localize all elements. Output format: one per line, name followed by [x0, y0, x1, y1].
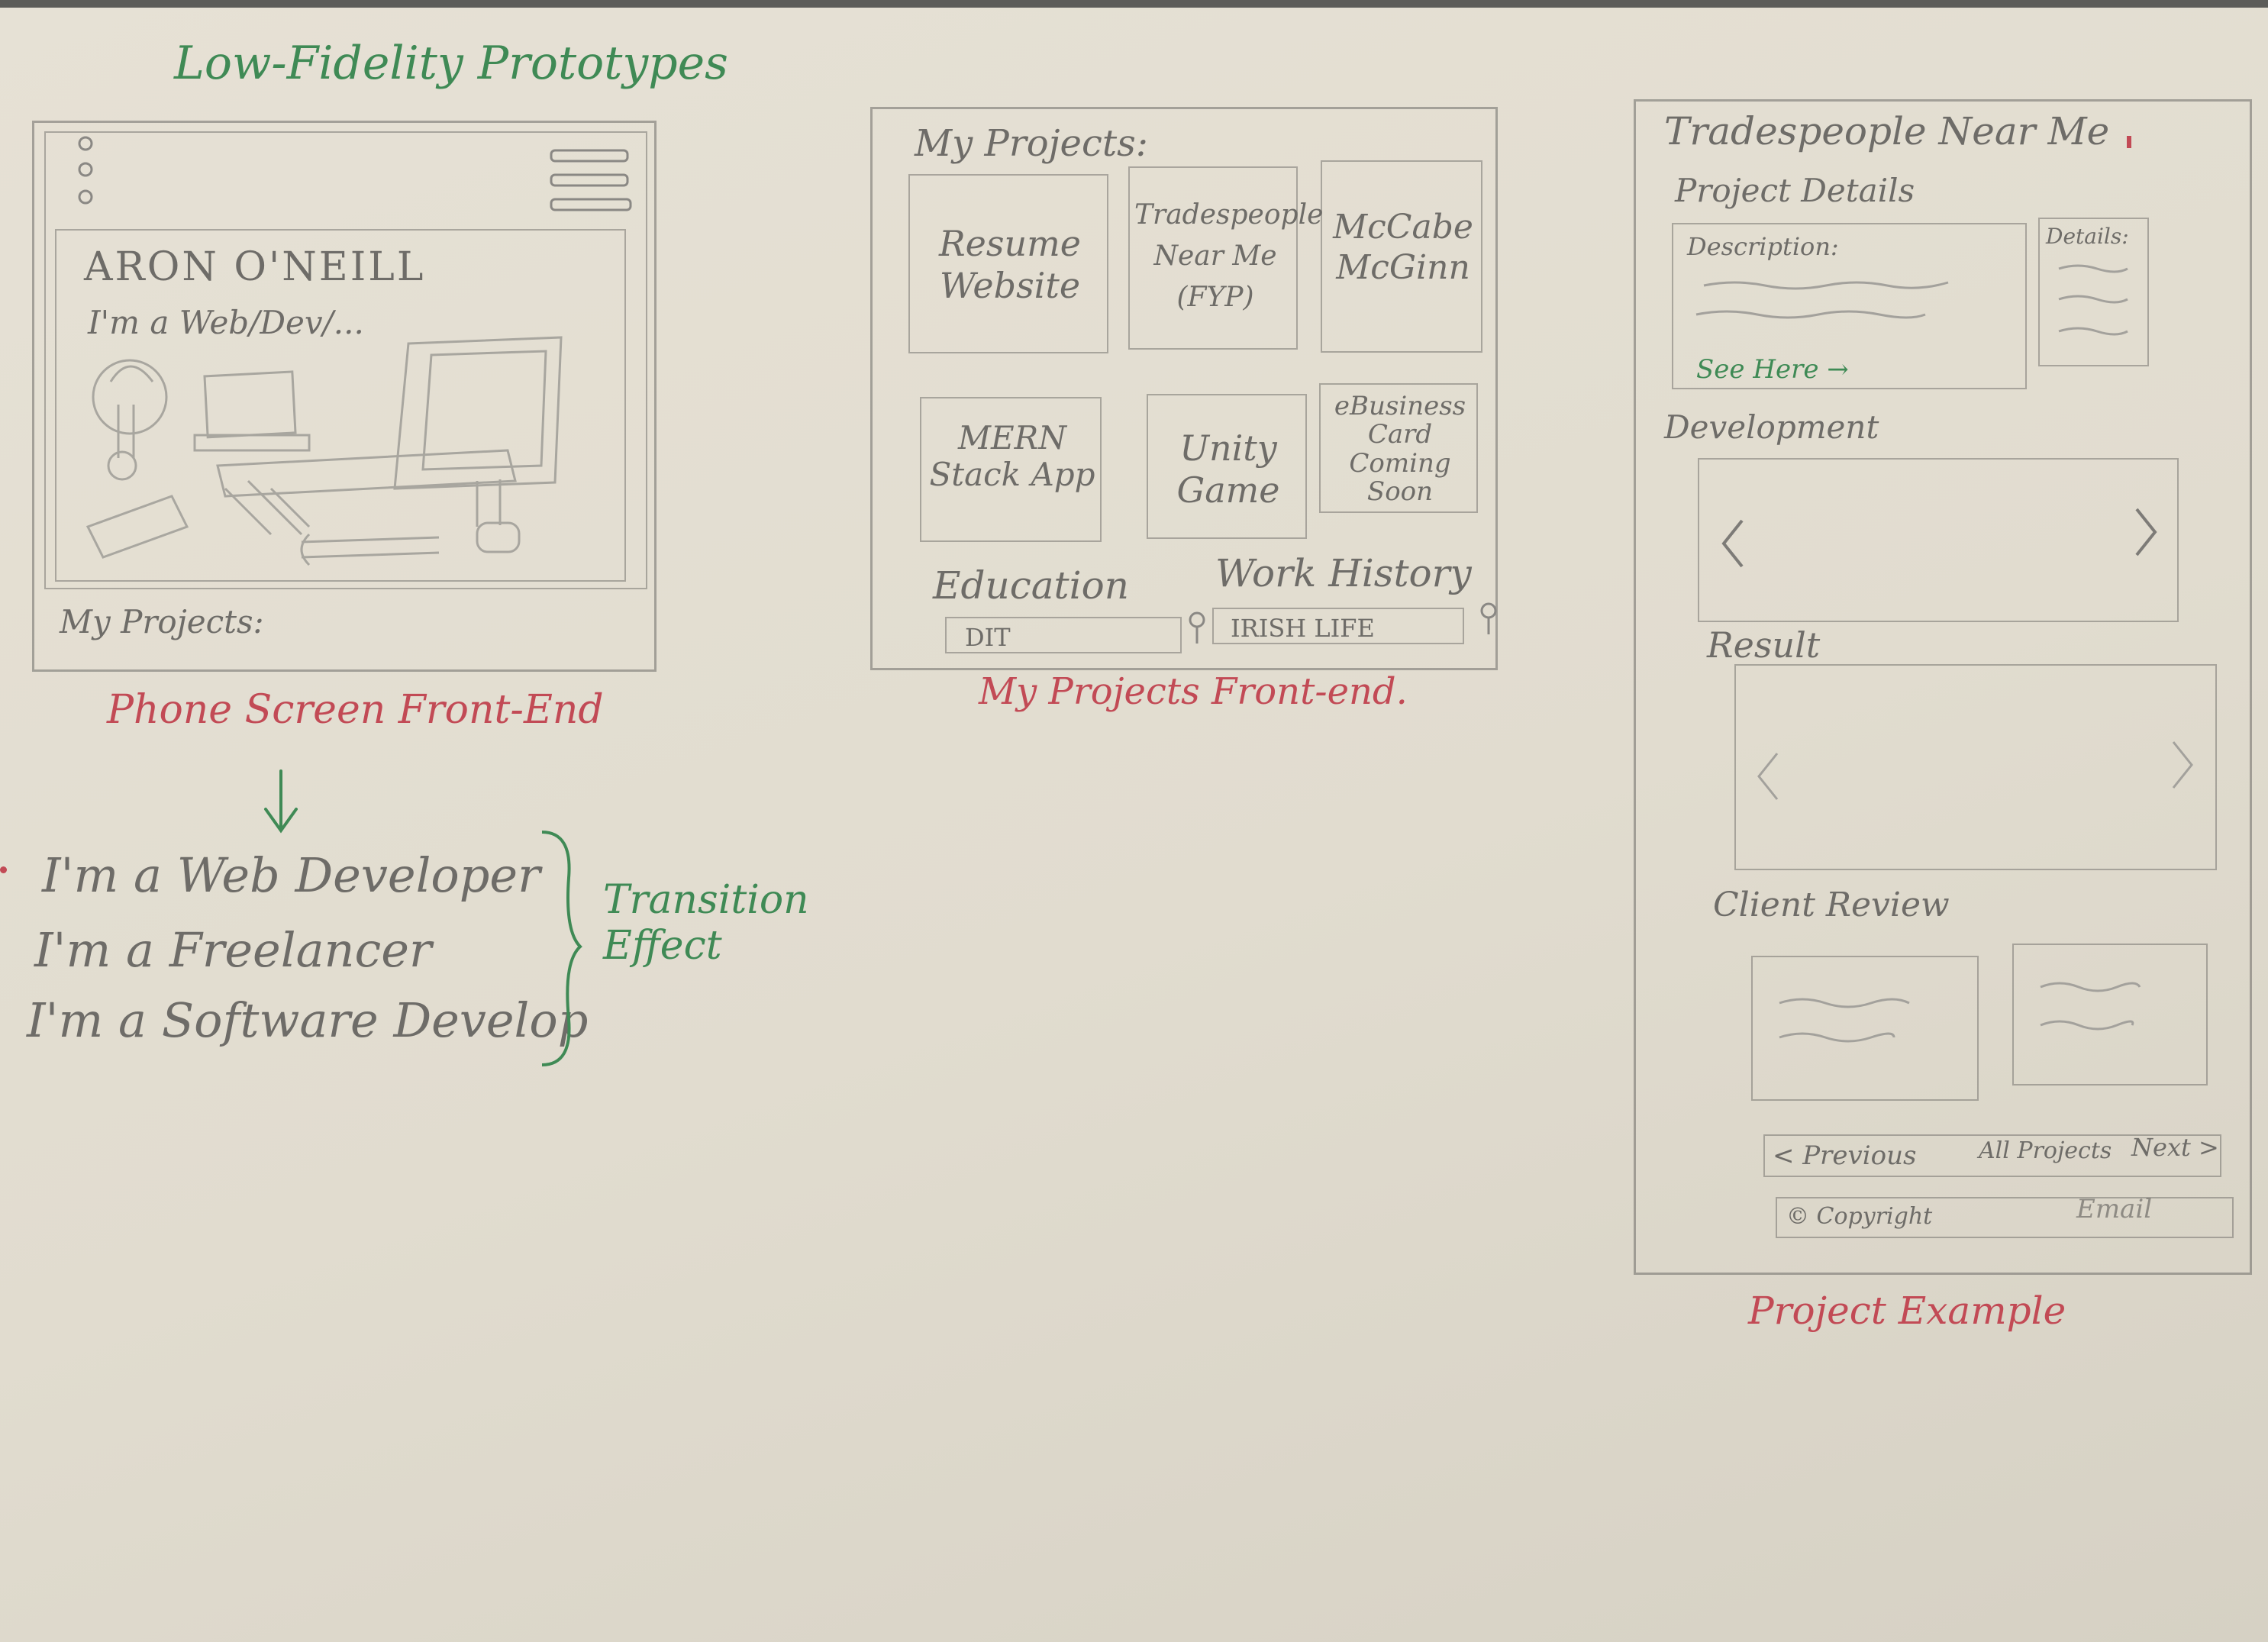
- education-value: DIT: [965, 623, 1011, 652]
- see-here-link[interactable]: See Here →: [1696, 354, 1849, 385]
- chevron-left-icon[interactable]: [1753, 750, 1783, 803]
- transition-line: I'm a Software Develop: [27, 992, 589, 1048]
- result-label: Result: [1707, 624, 1821, 666]
- page-title: Low-Fidelity Prototypes: [174, 37, 728, 90]
- work-history-label: Work History: [1215, 551, 1472, 595]
- projects-frame: [870, 107, 1498, 670]
- example-caption: Project Example: [1748, 1289, 2066, 1333]
- project-card-title: eBusiness Card Coming Soon: [1334, 391, 1466, 508]
- example-title: Tradespeople Near Me: [1664, 109, 2110, 153]
- hero-name: ARON O'NEILL: [84, 244, 426, 290]
- project-card[interactable]: MERN Stack App: [920, 397, 1102, 542]
- project-card[interactable]: Unity Game: [1147, 394, 1307, 539]
- development-label: Development: [1664, 408, 1879, 446]
- phone-caption: Phone Screen Front-End: [107, 687, 604, 733]
- hamburger-menu-icon[interactable]: [548, 149, 636, 218]
- project-card[interactable]: Resume Website: [908, 174, 1108, 353]
- work-entry: IRISH LIFE: [1212, 608, 1464, 644]
- scribble-lines: [1695, 281, 1949, 319]
- projects-caption: My Projects Front-end.: [979, 670, 1408, 713]
- description-box: Description: See Here →: [1672, 223, 2027, 389]
- map-pin-icon: [1480, 602, 1497, 634]
- next-link[interactable]: Next >: [2131, 1133, 2219, 1162]
- work-value: IRISH LIFE: [1231, 614, 1375, 643]
- project-card[interactable]: McCabe McGinn: [1321, 160, 1482, 353]
- project-card-title: Unity Game: [1176, 427, 1280, 511]
- chevron-left-icon[interactable]: [1718, 517, 1748, 570]
- desk-illustration: [85, 336, 563, 566]
- chevron-right-icon[interactable]: [2131, 505, 2161, 559]
- project-card-title: MERN Stack App: [929, 419, 1095, 494]
- transition-label: Transition Effect: [603, 877, 809, 969]
- project-nav: < Previous All Projects Next >: [1763, 1133, 2221, 1177]
- project-card-title: McCabe McGinn: [1333, 208, 1473, 287]
- example-frame: [1634, 99, 2252, 1275]
- education-entry: DIT: [945, 617, 1182, 653]
- red-mark: [2127, 136, 2131, 148]
- phone-projects-label: My Projects:: [60, 603, 264, 640]
- arrow-down-icon: [264, 769, 298, 834]
- top-edge: [0, 0, 2268, 8]
- phone-frame: [32, 121, 657, 672]
- copyright-text: © Copyright: [1786, 1203, 1933, 1230]
- review-card: [1751, 956, 1979, 1101]
- projects-heading: My Projects:: [915, 122, 1148, 165]
- window-dots-icon: [78, 136, 93, 205]
- details-box: Details:: [2038, 218, 2149, 366]
- transition-line: I'm a Freelancer: [34, 922, 432, 978]
- project-card-title: Tradespeople Near Me (FYP): [1134, 199, 1324, 313]
- details-label: Details:: [2046, 224, 2129, 249]
- project-card[interactable]: Tradespeople Near Me (FYP): [1128, 166, 1324, 350]
- scribble-lines: [2058, 264, 2128, 336]
- bullet-dot: [0, 866, 7, 873]
- right-brace-icon: [541, 831, 582, 1066]
- phone-screen: [44, 131, 647, 589]
- client-review-label: Client Review: [1713, 886, 1950, 924]
- scribble-lines: [2040, 982, 2141, 1031]
- result-carousel[interactable]: [1734, 664, 2217, 870]
- project-card-title: Resume Website: [939, 223, 1081, 307]
- previous-link[interactable]: < Previous: [1773, 1140, 1917, 1171]
- transition-line: I'm a Web Developer: [42, 847, 540, 903]
- scribble-lines: [1779, 998, 1910, 1043]
- hero-tagline: I'm a Web/Dev/...: [88, 304, 364, 341]
- education-label: Education: [933, 563, 1129, 608]
- development-carousel[interactable]: [1698, 458, 2179, 622]
- footer: © Copyright Email: [1776, 1194, 2234, 1238]
- map-pin-icon: [1189, 611, 1205, 644]
- description-label: Description:: [1687, 232, 1839, 261]
- review-card: [2012, 944, 2208, 1086]
- all-projects-link[interactable]: All Projects: [1979, 1137, 2112, 1164]
- email-link[interactable]: Email: [2076, 1194, 2153, 1224]
- hero-section: [55, 229, 626, 582]
- chevron-right-icon[interactable]: [2167, 738, 2198, 792]
- details-heading: Project Details: [1675, 172, 1915, 209]
- project-card[interactable]: eBusiness Card Coming Soon: [1319, 383, 1478, 513]
